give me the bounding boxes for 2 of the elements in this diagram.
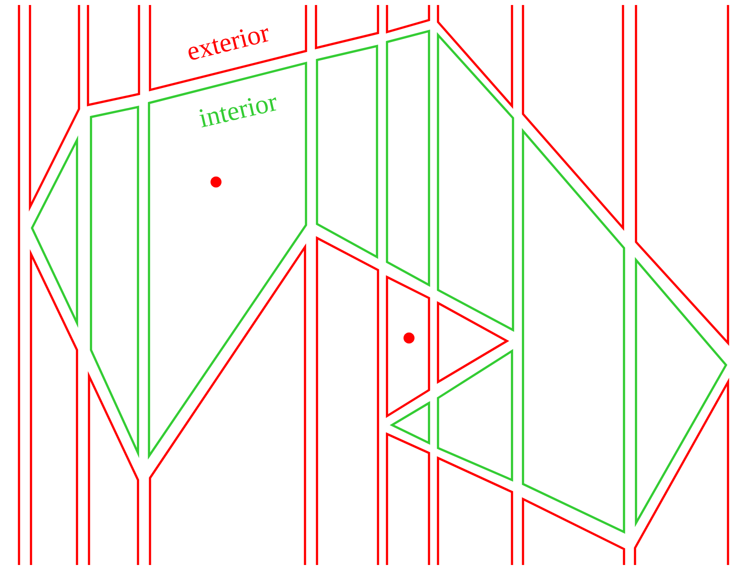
region-label: exterior <box>188 28 268 60</box>
region-label: interior <box>199 97 276 128</box>
